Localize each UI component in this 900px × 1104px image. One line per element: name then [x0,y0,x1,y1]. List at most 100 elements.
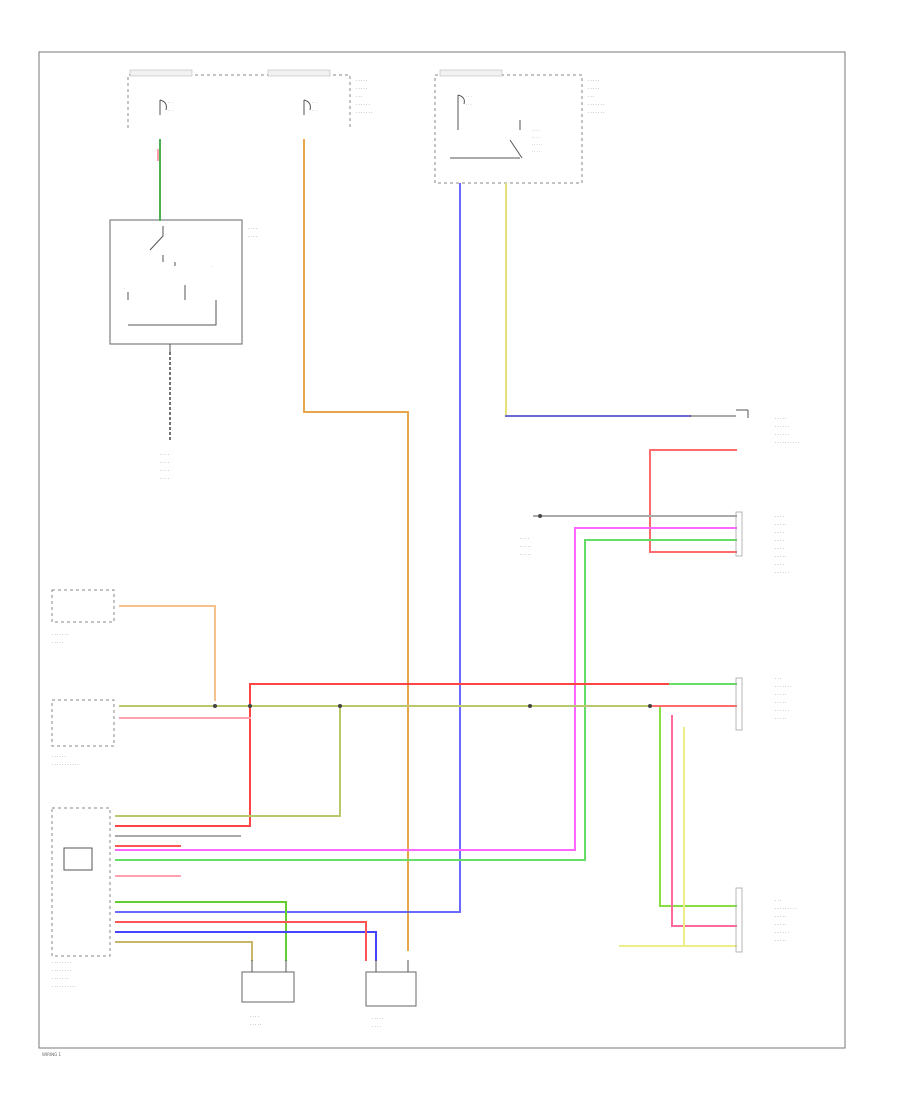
svg-text:· · ·: · · · [775,898,781,903]
svg-text:· · · · ·: · · · · · [250,1022,261,1027]
svg-text:· · · ·: · · · · [532,129,540,133]
control-module: · · · · · · · · · · · · · · · · · · · · … [51,807,111,989]
svg-text:· · ·: · · · [312,109,318,113]
svg-text:· · · · ·: · · · · · [775,716,786,721]
svg-text:· · · · · · ·: · · · · · · · [52,976,69,981]
svg-text:·: · [124,287,125,291]
svg-text:· · · · · · ·: · · · · · · · [52,632,69,637]
wire-yellow-lower [619,727,737,947]
svg-text:· · ·: · · · [466,95,472,99]
svg-text:· · · · · ·: · · · · · · [775,708,789,713]
wire-blue-module [115,931,377,961]
svg-text:· · ·: · · · [356,94,362,99]
svg-text:· · · ·: · · · · [775,546,784,551]
svg-text:· · · · · · · ·: · · · · · · · · [52,968,71,973]
svg-text:· · · ·: · · · · [372,1024,381,1029]
wire-blue-panel [115,183,461,913]
svg-text:· · · · ·: · · · · · [775,922,786,927]
svg-text:· · · · · ·: · · · · · · [775,432,789,437]
svg-text:· · · ·: · · · · [248,234,257,239]
svg-text:· · · · · · · · ·: · · · · · · · · · [775,906,797,911]
svg-text:· · · · · · · · · ·: · · · · · · · · · · [775,440,799,445]
svg-text:· · · ·: · · · · [775,562,784,567]
ground-g2: · · · · · · · · · · · · · · [520,515,540,557]
wire-orange-sensor [119,605,216,701]
svg-text:· · · · ·: · · · · · [775,914,786,919]
cluster-box: · · · · · · · · · · · · · · · · · [51,699,115,767]
svg-text:· · ·: · · · [775,676,781,681]
svg-text:· · · · · · · · · ·: · · · · · · · · · · [52,984,76,989]
wire-pink-lower [671,715,737,927]
svg-text:· · · · ·: · · · · · [532,143,542,147]
svg-text:· · · · ·: · · · · · [356,86,367,91]
ground-g1: · · · · · · · · · · · · · · · · [160,344,171,481]
wire-olive-branch [115,705,341,817]
svg-text:· · · · ·: · · · · · [520,552,531,557]
fuse-panel-left: · · · · · · · · · · · · · · · · · · · · … [127,69,373,128]
blower-switch: · · · · · · · · · · · · · · · · · · · · … [690,409,799,445]
svg-text:· · ·: · · · [312,101,318,105]
data-link-connector: · · · · · · · · · · · · · · · · · · · · … [775,676,792,721]
wire-green-bus [115,539,737,861]
svg-text:· · · · ·: · · · · · [356,78,367,83]
svg-text:· · · ·: · · · · [775,530,784,535]
svg-text:· · · · · · ·: · · · · · · · [356,110,373,115]
svg-text:· · · ·: · · · · [775,514,784,519]
svg-text:· · · ·: · · · · [160,460,169,465]
svg-text:· · · · ·: · · · · · [775,522,786,527]
wire-orange-fuse2 [303,139,409,951]
svg-text:· · · · ·: · · · · · [775,700,786,705]
diagram-frame [38,51,846,1049]
connector-pins-right [735,511,743,953]
svg-text:· · · · · · · ·: · · · · · · · · [52,960,71,965]
engine-ecm: · · · · · · · · · · · · · · · · · · · · … [775,898,797,943]
svg-text:· · · · ·: · · · · · [372,1016,383,1021]
wire-olive-sensor [115,941,253,961]
svg-text:· · ·: · · · [588,94,594,99]
relay-box: · · · · · · · · · · [109,219,257,345]
svg-text:· · · · ·: · · · · · [588,86,599,91]
wire-pink-bus [115,527,737,851]
svg-text:· · · · · ·: · · · · · · [52,754,66,759]
wire-red-right [649,449,737,553]
climate-module: · · · · · · · · · · · · · · · · · · · · … [775,514,789,575]
svg-text:· · · ·: · · · · [532,136,540,140]
svg-text:· · · · · ·: · · · · · · [775,424,789,429]
svg-text:· · · · · · · · · · ·: · · · · · · · · · · · [52,762,79,767]
svg-text:· · · · ·: · · · · · [775,692,786,697]
svg-text:· · · ·: · · · · [775,538,784,543]
wire-green-lower [659,705,737,907]
fuse-panel-right: · · · · · · · · · · · · · · · · · · · · … [434,69,605,184]
svg-text:· · ·: · · · [466,103,472,107]
svg-text:· · · · · ·: · · · · · · [775,570,789,575]
svg-text:· · ·: · · · [168,109,174,113]
svg-text:· · ·: · · · [168,101,174,105]
svg-text:· · · · ·: · · · · · [520,544,531,549]
svg-text:· · · ·: · · · · [160,468,169,473]
svg-text:· · · ·: · · · · [160,452,169,457]
heater-blower-motor: · · · · · · · · · [365,960,417,1029]
svg-text:· · · · · · ·: · · · · · · · [588,102,605,107]
svg-text:·: · [212,265,213,269]
svg-text:· · · ·: · · · · [248,226,257,231]
wire-red-main [115,683,671,827]
svg-text:· · · ·: · · · · [520,536,529,541]
svg-text:· · · ·: · · · · [160,476,169,481]
svg-text:· · · · · ·: · · · · · · [775,930,789,935]
svg-text:· · · · ·: · · · · · [588,78,599,83]
page-id: WIRING 1 [42,1052,61,1057]
wire-red-module [115,921,367,961]
wire-green-sensor [115,901,287,961]
ambient-sensor: · · · · · · · · · · · · [51,589,115,645]
svg-text:· · · · · · ·: · · · · · · · [775,684,792,689]
svg-text:· · · · · · ·: · · · · · · · [588,110,605,115]
svg-text:· · · · ·: · · · · · [52,640,63,645]
svg-text:· · · · · ·: · · · · · · [356,102,370,107]
svg-text:· · · · ·: · · · · · [775,938,786,943]
svg-text:· · · ·: · · · · [532,150,540,154]
svg-text:· · · · ·: · · · · · [775,554,786,559]
svg-text:· · · ·: · · · · [250,1014,259,1019]
sun-load-sensor: · · · · · · · · · [241,960,295,1027]
svg-text:· · · · ·: · · · · · [775,416,786,421]
